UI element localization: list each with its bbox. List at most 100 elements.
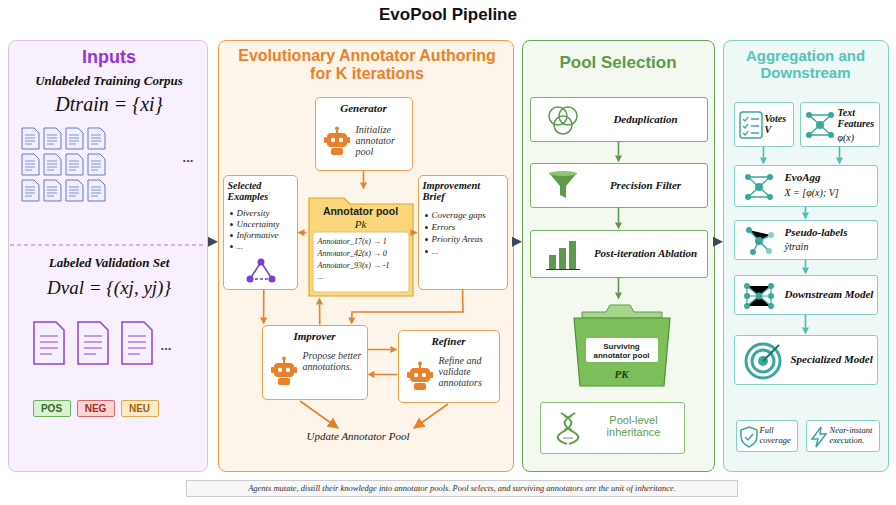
arrow-head: [208, 237, 218, 247]
process-box: RefinerRefine and validate annotators: [398, 330, 500, 403]
icon: [740, 426, 758, 448]
icon: [269, 356, 299, 386]
node-text: Dval = {(xj, yj)}: [9, 277, 209, 299]
dna-icon: [553, 411, 583, 445]
process-box: Text Featuresφ(x): [800, 102, 880, 147]
bolt-icon: [810, 426, 828, 448]
stage-panel: Evolutionary Annotator Authoring for K i…: [218, 40, 514, 472]
icon: [804, 110, 836, 140]
process-box: Precision Filter: [530, 163, 708, 208]
icon: [739, 111, 763, 139]
process-box: POS: [33, 400, 71, 417]
process-box: Post-iteration Ablation: [530, 230, 708, 278]
node-text: Votes V: [765, 113, 793, 135]
process-box: Downstream Model: [734, 275, 878, 315]
free-label: ...: [176, 150, 200, 165]
stage-panel: Pool SelectionDeduplicationPrecision Fil…: [522, 40, 715, 472]
robot-icon: [405, 361, 435, 391]
icon: [743, 226, 775, 256]
node-text: Generator: [316, 102, 412, 114]
target-icon: [743, 341, 783, 381]
icon: [743, 281, 775, 311]
robot-icon: [269, 356, 299, 386]
node-text: Annotator_93(x) → -1: [318, 261, 410, 270]
free-label: Update Annotator Pool: [296, 430, 420, 442]
node-text: NEU: [122, 403, 158, 414]
process-box: Surviving annotator poolPK: [566, 300, 678, 388]
node-text: Deduplication: [591, 113, 701, 125]
process-box: Selected ExamplesDiversityUncertaintyInf…: [223, 175, 298, 290]
icon: [810, 426, 828, 448]
process-box: Deduplication: [530, 97, 708, 142]
node-text: ...: [424, 246, 514, 256]
icon: [553, 411, 583, 445]
node-text: Improvement Brief: [423, 180, 505, 202]
node-text: Improver: [263, 330, 367, 342]
net-icon: [743, 172, 775, 202]
node-text: Pseudo-labels: [785, 226, 875, 238]
shield-icon: [740, 426, 758, 448]
process-box: NEG: [77, 400, 115, 417]
node-text: PK: [566, 368, 678, 380]
process-box: GeneratorInitialize annotator pool: [315, 97, 413, 171]
process-box: EvoAgg X = [φ(x); V]: [734, 165, 878, 207]
caption-box: Agents mutate, distill their knowledge i…: [186, 480, 738, 497]
stage-panel: InputsUnlabeled Training CorpusDtrain = …: [8, 40, 208, 472]
node-text: Refine and validate annotators: [439, 355, 497, 388]
node-text: Post-iteration Ablation: [591, 247, 701, 259]
layers-icon: [743, 281, 775, 311]
node-text: Initialize annotator pool: [356, 124, 410, 157]
process-box: Annotator poolPkAnnotator_17(x) → 1Annot…: [307, 190, 415, 298]
check-icon: [739, 111, 763, 139]
icon: [543, 103, 583, 137]
node-text: Dtrain = {xi}: [9, 93, 209, 116]
icon: [743, 341, 783, 381]
node-text: Downstream Model: [785, 288, 875, 300]
node-text: Text Features: [838, 107, 880, 129]
node-text: Annotator pool: [307, 205, 415, 217]
node-text: Unlabeled Training Corpus: [9, 73, 209, 89]
node-text: ŷtrain: [785, 241, 875, 252]
node-text: Surviving annotator pool: [588, 342, 656, 360]
process-box: Near-instant execution.: [806, 420, 880, 452]
node-text: Precision Filter: [591, 179, 701, 191]
node-text: Coverage gaps: [424, 210, 514, 220]
process-box: Votes V: [734, 102, 794, 147]
node-text: Annotator_17(x) → 1: [318, 237, 410, 246]
node-text: ...: [229, 241, 303, 251]
node-text: Diversity: [229, 208, 303, 218]
stage-panel: Aggregation and DownstreamVotes VText Fe…: [723, 40, 889, 472]
node-text: Full coverage: [760, 425, 797, 445]
icon: [246, 258, 276, 284]
node-text: X = [φ(x); V]: [785, 187, 875, 198]
node-text: Selected Examples: [228, 180, 295, 202]
node-text: Evolutionary Annotator Authoring for K i…: [229, 47, 505, 83]
node-text: Inputs: [9, 47, 209, 68]
caption-text: Agents mutate, distill their knowledge i…: [187, 483, 737, 493]
process-box: Pool-level inheritance: [540, 402, 685, 454]
node-text: Informative: [229, 230, 303, 240]
node-text: ...: [318, 272, 410, 281]
tree-icon: [743, 226, 775, 256]
free-label: ...: [154, 338, 178, 353]
process-box: NEU: [121, 400, 159, 417]
node-text: Labeled Validation Set: [9, 255, 209, 271]
process-box: Pseudo-labels ŷtrain: [734, 220, 878, 260]
node-text: Propose better annotations.: [303, 350, 365, 372]
venn-icon: [543, 103, 583, 137]
icon: [743, 172, 775, 202]
node-text: EvoAgg: [785, 171, 875, 183]
robot-icon: [322, 126, 352, 156]
node-text: NEG: [78, 403, 114, 414]
node-text: Specialized Model: [791, 353, 877, 365]
process-box: ImproverPropose better annotations.: [262, 325, 368, 400]
tri-icon: [246, 258, 276, 284]
node-text: Pool Selection: [523, 53, 713, 73]
process-box: Improvement BriefCoverage gapsErrorsPrio…: [418, 175, 508, 290]
net-icon: [804, 110, 836, 140]
icon: [405, 361, 435, 391]
process-box: Full coverage: [736, 420, 798, 452]
node-text: Errors: [424, 222, 514, 232]
bars-icon: [543, 237, 583, 271]
